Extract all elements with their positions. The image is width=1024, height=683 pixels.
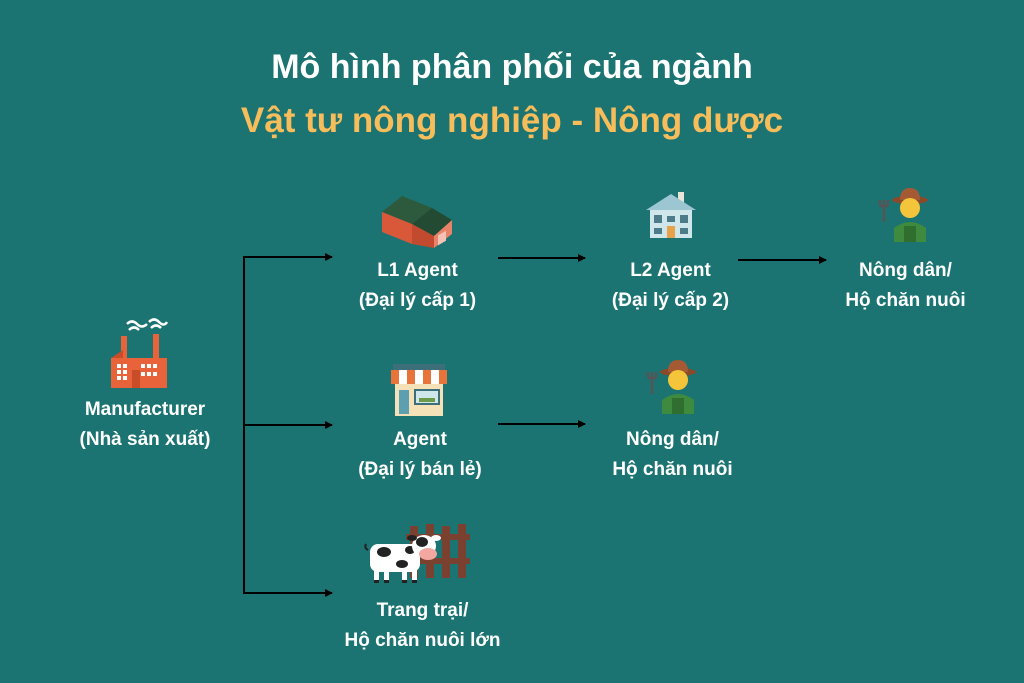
manufacturer-label-line1: Manufacturer <box>84 399 206 420</box>
factory-icon <box>105 310 171 395</box>
cow-fence-icon <box>362 520 474 591</box>
node-agent: Agent (Đại lý bán lẻ) <box>335 425 505 485</box>
manufacturer-label-line2: (Nhà sản xuất) <box>79 429 211 450</box>
house-icon <box>642 188 700 245</box>
agent-label-line1: Agent <box>393 429 447 450</box>
l1-agent-label-line2: (Đại lý cấp 1) <box>358 290 477 311</box>
node-l2-agent: L2 Agent (Đại lý cấp 2) <box>588 256 753 316</box>
farm-label-line1: Trang trại/ <box>376 600 469 621</box>
farmer-icon <box>644 358 704 419</box>
node-l1-agent: L1 Agent (Đại lý cấp 1) <box>335 256 500 316</box>
l2-agent-label-line2: (Đại lý cấp 2) <box>611 290 730 311</box>
agent-label-line2: (Đại lý bán lẻ) <box>358 459 482 480</box>
node-farmer-mid: Nông dân/ Hộ chăn nuôi <box>595 425 750 485</box>
farm-label-line2: Hộ chăn nuôi lớn <box>344 630 501 651</box>
farmer-mid-label-line2: Hộ chăn nuôi <box>612 459 733 480</box>
warehouse-icon <box>378 190 456 255</box>
farmer-mid-label-line1: Nông dân/ <box>626 429 719 450</box>
l1-agent-label-line1: L1 Agent <box>377 260 458 281</box>
node-farmer-top: Nông dân/ Hộ chăn nuôi <box>828 256 983 316</box>
farmer-top-label-line1: Nông dân/ <box>859 260 952 281</box>
node-farm: Trang trại/ Hộ chăn nuôi lớn <box>325 596 520 656</box>
farmer-icon <box>876 186 936 247</box>
title-line-2: Vật tư nông nghiệp - Nông dược <box>240 101 784 140</box>
shop-icon <box>389 362 449 423</box>
title-line-1: Mô hình phân phối của ngành <box>271 48 753 86</box>
l2-agent-label-line1: L2 Agent <box>630 260 711 281</box>
node-manufacturer: Manufacturer (Nhà sản xuất) <box>45 395 245 455</box>
farmer-top-label-line2: Hộ chăn nuôi <box>845 290 966 311</box>
